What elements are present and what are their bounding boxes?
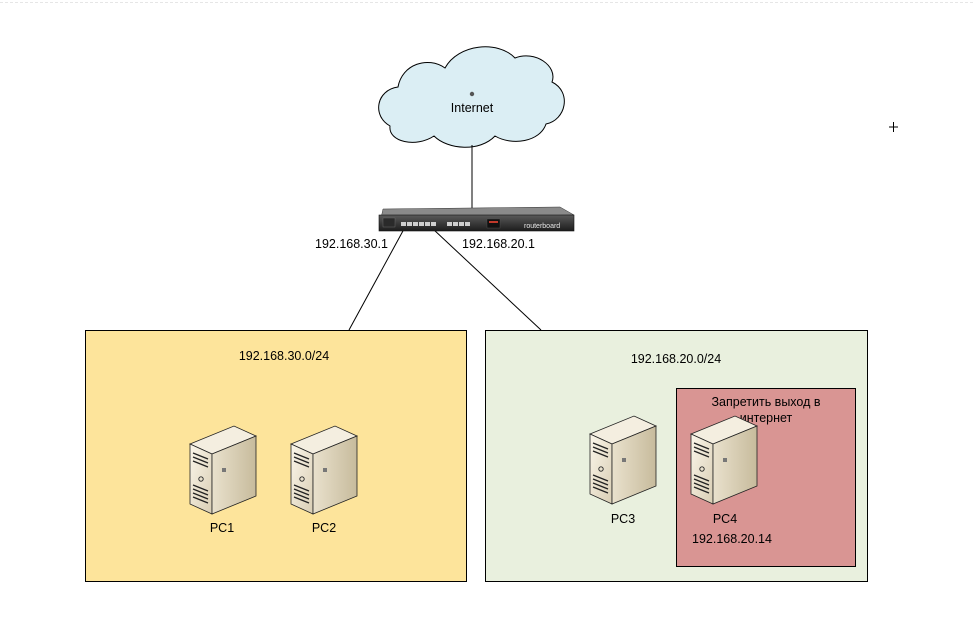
pc2-server-icon[interactable] bbox=[289, 424, 359, 516]
pc2-label: PC2 bbox=[311, 521, 337, 535]
subnet-30-zone bbox=[85, 330, 467, 582]
router-port-right-ip: 192.168.20.1 bbox=[462, 237, 535, 251]
router-icon[interactable]: routerboard bbox=[378, 206, 575, 232]
router-brand-text: routerboard bbox=[524, 223, 560, 230]
page-top-border bbox=[0, 2, 973, 3]
link-router-subnet-30 bbox=[348, 228, 405, 331]
pc1-server-icon[interactable] bbox=[188, 424, 258, 516]
subnet-30-label: 192.168.30.0/24 bbox=[239, 349, 329, 363]
pc4-label: PC4 bbox=[712, 512, 738, 526]
subnet-20-label: 192.168.20.0/24 bbox=[631, 352, 721, 366]
crosshair-cursor-icon bbox=[889, 122, 898, 132]
pc1-label: PC1 bbox=[209, 521, 235, 535]
cloud-center-dot bbox=[469, 91, 475, 97]
pc3-label: PC3 bbox=[610, 512, 636, 526]
pc4-ip-label: 192.168.20.14 bbox=[692, 532, 772, 546]
router-port-left-ip: 192.168.30.1 bbox=[315, 237, 388, 251]
link-router-subnet-20 bbox=[432, 228, 542, 331]
internet-cloud-icon[interactable] bbox=[378, 46, 565, 148]
internet-label: Internet bbox=[450, 101, 494, 115]
pc4-server-icon[interactable] bbox=[689, 414, 759, 506]
blocked-zone-note: Запретить выход в интернет bbox=[711, 395, 821, 425]
pc3-server-icon[interactable] bbox=[588, 414, 658, 506]
